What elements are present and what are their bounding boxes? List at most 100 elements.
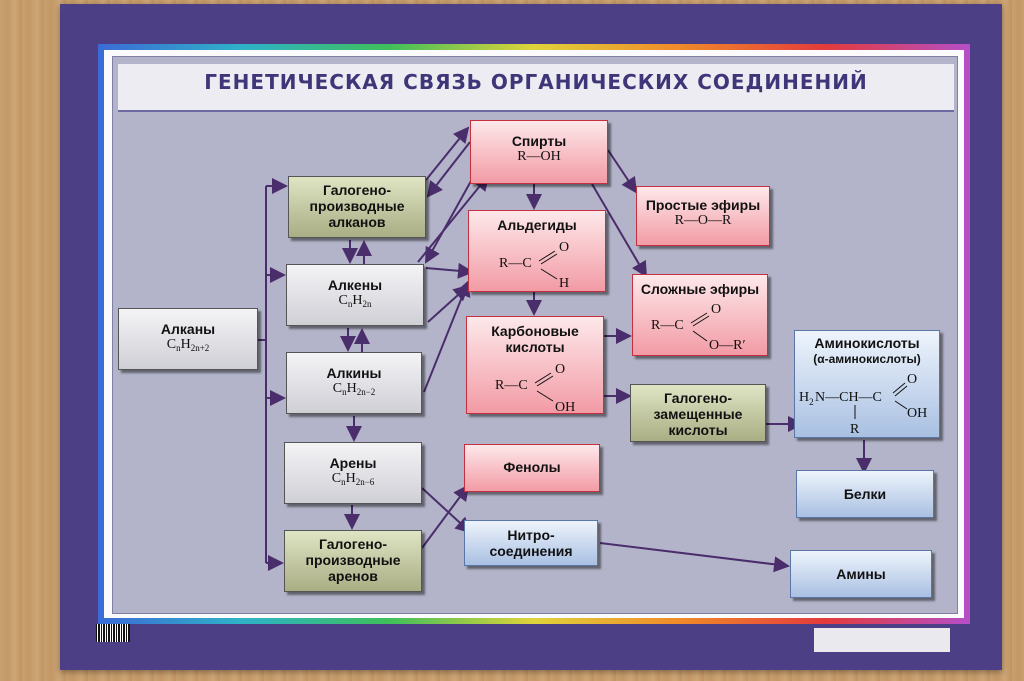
node-spirty-label: Спирты [511, 133, 567, 149]
node-galogenozam-line2: замещенные [653, 406, 743, 422]
arrow-alkeny-to-aldegidy [425, 262, 474, 279]
formula-sub: 2n−2 [356, 387, 376, 397]
node-alkeny: Алкены CnH2n [286, 264, 424, 326]
node-aminokisloty-label: Аминокислоты [814, 335, 920, 351]
node-prostye-efiry-formula: R—O—R [674, 213, 732, 228]
node-slozhnye-efiry-label: Сложные эфиры [640, 281, 760, 297]
formula-or: O—R′ [709, 338, 746, 353]
formula-oh: OH [555, 400, 575, 415]
node-aldegidy-label: Альдегиды [497, 217, 577, 233]
node-galogenozam-line3: кислоты [668, 422, 728, 438]
formula-o: O [711, 302, 721, 317]
formula-h: H [345, 471, 356, 486]
formula-r: R [850, 422, 860, 437]
title-bar [118, 64, 954, 112]
formula-o: O [907, 372, 917, 387]
node-nitro-line1: Нитро- [507, 527, 555, 543]
node-galogeno-alkanov-line3: алканов [328, 214, 386, 230]
node-karbonovye-line2: кислоты [505, 339, 565, 355]
node-aminokisloty-sublabel: (α-аминокислоты) [813, 352, 921, 366]
node-prostye-efiry: Простые эфиры R—O—R [636, 186, 770, 246]
formula-r-c: R—C [651, 318, 684, 333]
node-aminy: Амины [790, 550, 932, 598]
formula-c: C [166, 337, 177, 352]
node-galogeno-alkanov-line1: Галогено- [322, 182, 392, 198]
formula-r-c: R—C [495, 378, 528, 393]
publisher-imprint [814, 628, 950, 652]
node-alkany-label: Алканы [160, 321, 216, 337]
slozhnye-efiry-structure: R—C O O—R′ [651, 302, 746, 353]
node-aminokisloty: Аминокислоты (α-аминокислоты) H2 N—CH—C … [794, 330, 940, 438]
node-alkiny: Алкины CnH2n−2 [286, 352, 422, 414]
node-nitro-line2: соединения [489, 543, 573, 559]
node-fenoly: Фенолы [464, 444, 600, 492]
formula-oh: OH [907, 406, 927, 421]
node-galogeno-arenov-line1: Галогено- [318, 536, 388, 552]
arrow-spirty-to-galogeno [426, 141, 471, 198]
node-prostye-efiry-label: Простые эфиры [645, 197, 761, 213]
formula-sub: n [342, 387, 347, 397]
node-areny-formula: CnH2n−6 [285, 471, 421, 490]
formula-o: O [555, 362, 565, 377]
node-belki: Белки [796, 470, 934, 518]
node-galogenozam-line1: Галогено- [663, 390, 733, 406]
node-galogeno-alkanov: Галогено- производные алканов [288, 176, 426, 238]
formula-sub: 2n+2 [190, 343, 210, 353]
arrow-galogeno-arenov-to-fenoly [421, 484, 470, 549]
formula-r-c: R—C [499, 256, 532, 271]
formula-sub: n [176, 343, 181, 353]
arrow-alkeny-to-karbonovye [427, 284, 470, 323]
formula-h2n: H2 [799, 390, 814, 407]
node-galogeno-alkanov-line2: производные [309, 198, 405, 214]
formula-h: H [352, 293, 363, 308]
arrow-spirty-to-prostye [607, 149, 638, 194]
node-slozhnye-efiry: Сложные эфиры R—C O O—R′ [632, 274, 768, 356]
formula-c: C [331, 471, 342, 486]
formula-h: H [346, 381, 357, 396]
poster-title: ГЕНЕТИЧЕСКАЯ СВЯЗЬ ОРГАНИЧЕСКИХ СОЕДИНЕН… [204, 70, 868, 94]
node-galogeno-arenov-line2: производные [305, 552, 401, 568]
node-alkany-formula: CnH2n+2 [119, 337, 257, 356]
node-karbonovye: Карбоновые кислоты R—C O OH [466, 316, 604, 415]
formula-sub: 2 [809, 397, 814, 407]
formula-c: C [338, 293, 348, 308]
node-areny: Арены CnH2n−6 [284, 442, 422, 504]
formula-sub: 2n−6 [355, 477, 375, 487]
node-belki-label: Белки [843, 486, 887, 502]
node-areny-label: Арены [329, 455, 377, 471]
node-nitro: Нитро- соединения [464, 520, 598, 566]
node-fenoly-label: Фенолы [503, 459, 561, 475]
karbonovye-structure: R—C O OH [495, 362, 575, 415]
arrow-spirty-to-slozhnye [591, 183, 648, 278]
node-aminy-label: Амины [836, 566, 886, 582]
formula-sub: n [347, 299, 353, 309]
formula-sub: 2n [362, 299, 372, 309]
node-galogeno-arenov-line3: аренов [328, 568, 378, 584]
formula-h: H [559, 276, 569, 291]
node-spirty-formula: R—OH [517, 149, 561, 164]
formula-o: O [559, 240, 569, 255]
formula-h: H [180, 337, 191, 352]
node-alkeny-label: Алкены [327, 277, 383, 293]
arrow-nitro-to-aminy [599, 542, 790, 573]
formula-c: C [332, 381, 343, 396]
node-alkiny-label: Алкины [326, 365, 382, 381]
formula-chain: N—CH—C [815, 390, 882, 405]
node-alkiny-formula: CnH2n−2 [287, 381, 421, 400]
arrow-spirty-to-alkeny [425, 171, 477, 264]
node-spirty: Спирты R—OH [470, 120, 608, 184]
node-galogenozam: Галогено- замещенные кислоты [630, 384, 766, 442]
node-alkany: Алканы CnH2n+2 [118, 308, 258, 370]
node-aldegidy: Альдегиды R—C O H [468, 210, 606, 292]
aminokisloty-structure: H2 N—CH—C R O OH [799, 372, 927, 437]
formula-sub: n [341, 477, 346, 487]
arrow-alkiny-to-aldegidy [423, 280, 471, 393]
node-karbonovye-line1: Карбоновые [491, 323, 579, 339]
node-galogeno-arenov: Галогено- производные аренов [284, 530, 422, 592]
node-alkeny-formula: CnH2n [287, 293, 423, 312]
arrow-galogeno-to-spirty [425, 126, 470, 181]
arrow-areny-to-nitro [421, 487, 472, 534]
aldegidy-structure: R—C O H [499, 240, 569, 291]
formula-h: H [799, 390, 809, 405]
